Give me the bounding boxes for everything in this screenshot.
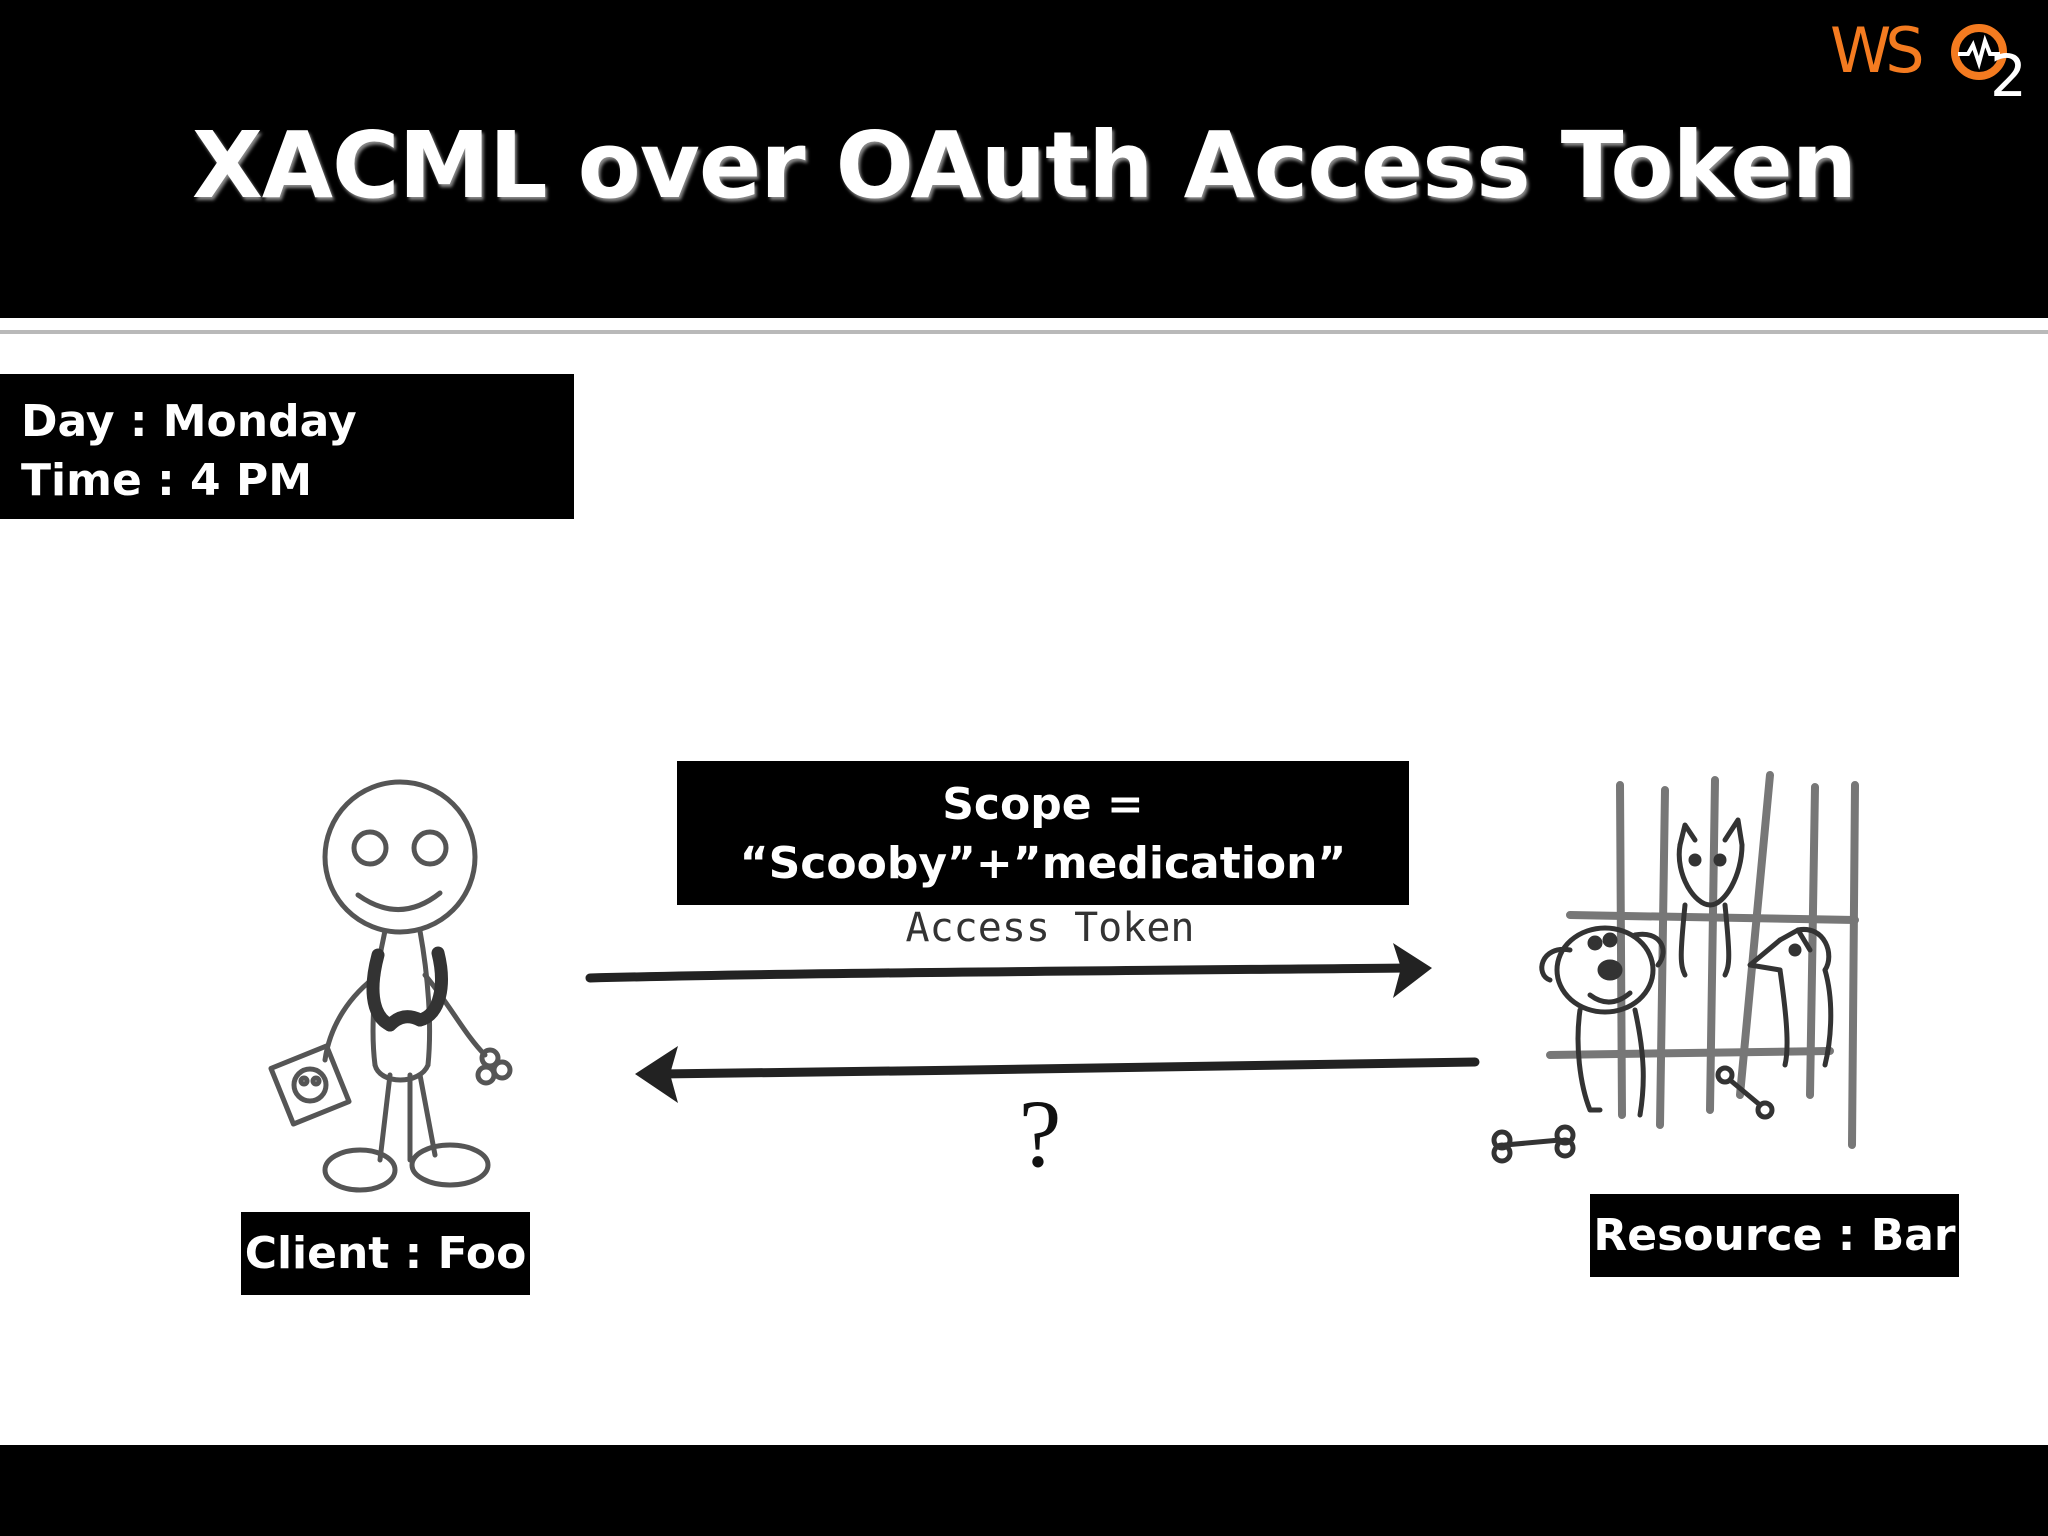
title-divider-shadow <box>0 330 2048 334</box>
time-label: Time : 4 PM <box>21 455 312 506</box>
footer-bar <box>0 1445 2048 1536</box>
client-label: Client : Foo <box>241 1212 530 1295</box>
scope-line-1: Scope = <box>942 779 1144 830</box>
title-bar <box>0 0 2048 318</box>
question-mark: ? <box>1018 1080 1062 1187</box>
title-divider <box>0 318 2048 328</box>
scope-box: Scope = “Scooby”+”medication” <box>677 761 1409 905</box>
scope-line-2: “Scooby”+”medication” <box>739 838 1347 889</box>
resource-label: Resource : Bar <box>1590 1194 1959 1277</box>
access-token-label: Access Token <box>905 905 1195 951</box>
day-time-box: Day : Monday Time : 4 PM <box>0 374 574 519</box>
logo-text: WS <box>1830 14 1925 87</box>
logo-o-heartbeat-icon <box>1951 24 2007 80</box>
response-arrow <box>635 1046 1480 1103</box>
resource-dogs-cage <box>1491 771 1859 1164</box>
day-label: Day : Monday <box>21 396 357 447</box>
slide-title: XACML over OAuth Access Token <box>191 112 1857 219</box>
access-token-arrow <box>585 943 1432 998</box>
client-stick-figure <box>268 779 513 1193</box>
logo-subscript: 2 <box>1990 42 2027 110</box>
wso2-logo: WS 2 <box>1830 14 2030 110</box>
